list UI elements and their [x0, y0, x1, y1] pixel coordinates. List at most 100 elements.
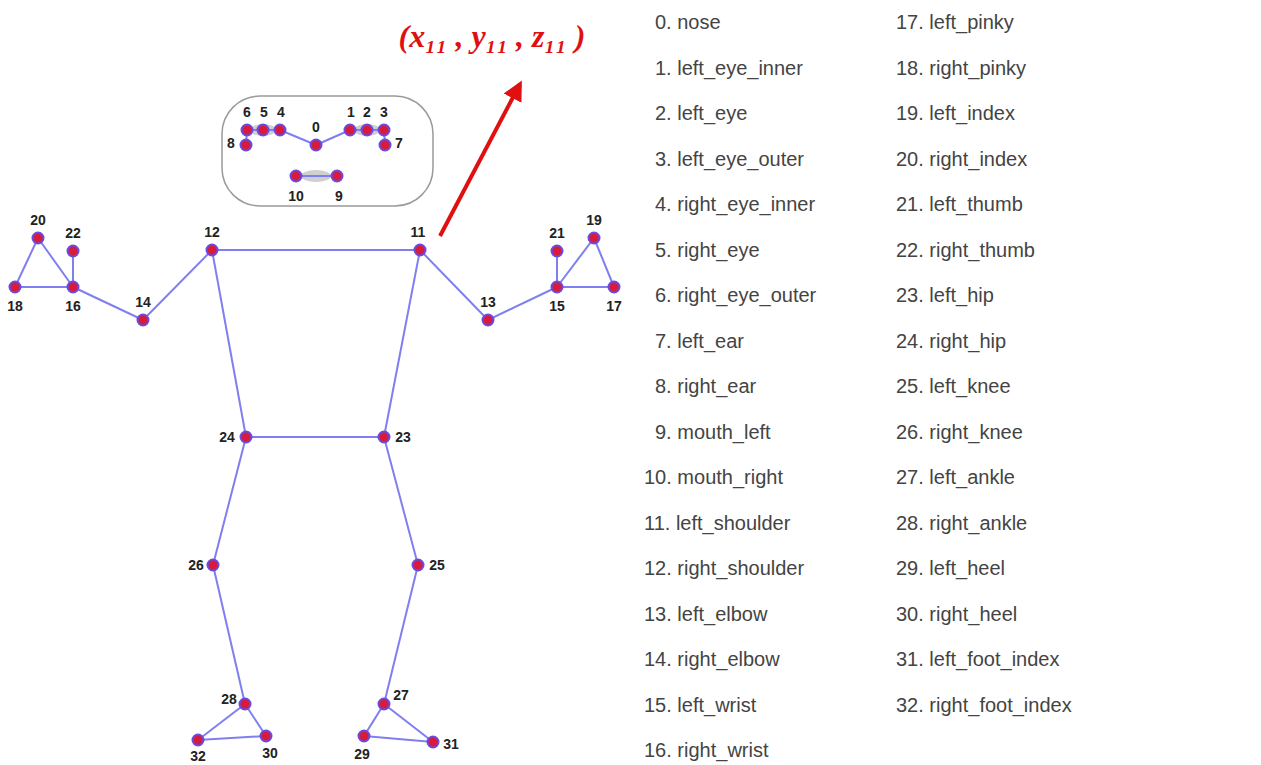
callout-number: 28	[221, 692, 237, 706]
callout-number: 13	[480, 295, 496, 309]
callout-number: 21	[549, 226, 565, 240]
legend-item: 2. left_eye	[655, 103, 747, 123]
legend-item: 16. right_wrist	[644, 740, 769, 760]
landmark-dot	[193, 735, 204, 746]
landmark-dot	[345, 125, 356, 136]
landmark-dot	[428, 737, 439, 748]
landmark-dot	[362, 125, 373, 136]
callout-number: 18	[7, 299, 23, 313]
callout-number: 1	[347, 105, 355, 119]
legend-item: 13. left_elbow	[644, 604, 767, 624]
bone-line	[212, 249, 420, 251]
legend-item: 8. right_ear	[655, 376, 756, 396]
bone-line	[213, 437, 246, 565]
callout-number: 9	[335, 189, 343, 203]
bone-line	[384, 565, 418, 704]
bone-line	[384, 437, 418, 565]
landmark-dot	[10, 282, 21, 293]
legend-item: 30. right_heel	[896, 604, 1017, 624]
legend-item: 3. left_eye_outer	[655, 149, 804, 169]
landmark-dot	[483, 315, 494, 326]
callout-number: 26	[188, 558, 204, 572]
landmark-dot	[311, 140, 322, 151]
callout-number: 25	[429, 558, 445, 572]
legend-item: 25. left_knee	[896, 376, 1011, 396]
bone-line	[213, 565, 245, 704]
bone-line	[198, 736, 266, 740]
callout-number: 3	[380, 105, 388, 119]
callout-number: 8	[227, 136, 235, 150]
legend-item: 28. right_ankle	[896, 513, 1027, 533]
landmark-dot	[207, 245, 218, 256]
bone-line	[557, 286, 614, 288]
legend-item: 15. left_wrist	[644, 695, 756, 715]
legend-item: 32. right_foot_index	[896, 695, 1072, 715]
callout-number: 20	[30, 213, 46, 227]
coordinate-label: (x₁₁ , y₁₁ , z₁₁ )	[399, 20, 586, 52]
landmark-dot	[379, 432, 390, 443]
landmark-dot	[258, 125, 269, 136]
bone-line	[212, 250, 246, 437]
landmark-dot	[241, 432, 252, 443]
landmark-dot	[68, 246, 79, 257]
bone-line	[384, 250, 420, 437]
callout-number: 10	[288, 189, 304, 203]
landmark-dot	[240, 699, 251, 710]
landmark-dot	[208, 560, 219, 571]
callout-number: 23	[395, 430, 411, 444]
legend-item: 0. nose	[655, 12, 721, 32]
callout-number: 29	[354, 747, 370, 761]
legend-item: 29. left_heel	[896, 558, 1005, 578]
landmark-dot	[552, 246, 563, 257]
bone-line	[73, 287, 143, 320]
callout-number: 5	[260, 105, 268, 119]
legend-item: 31. left_foot_index	[896, 649, 1059, 669]
callout-number: 15	[549, 299, 565, 313]
legend-item: 7. left_ear	[655, 331, 744, 351]
landmark-dot	[359, 731, 370, 742]
legend-item: 5. right_eye	[655, 240, 760, 260]
landmark-dot	[242, 125, 253, 136]
bone-line	[557, 238, 594, 287]
landmark-dot	[275, 125, 286, 136]
bone-line	[38, 238, 73, 287]
callout-number: 30	[262, 746, 278, 760]
callout-number: 31	[443, 737, 459, 751]
landmark-dot	[138, 315, 149, 326]
legend-item: 23. left_hip	[896, 285, 994, 305]
callout-number: 0	[312, 120, 320, 134]
callout-number: 4	[277, 105, 285, 119]
legend-item: 20. right_index	[896, 149, 1027, 169]
callout-number: 27	[393, 688, 409, 702]
bone-line	[246, 436, 384, 438]
legend-item: 18. right_pinky	[896, 58, 1026, 78]
callout-number: 19	[586, 213, 602, 227]
callout-number: 16	[65, 299, 81, 313]
callout-number: 2	[363, 105, 371, 119]
legend-item: 14. right_elbow	[644, 649, 780, 669]
bone-line	[15, 286, 73, 288]
landmark-dot	[609, 282, 620, 293]
legend-item: 17. left_pinky	[896, 12, 1014, 32]
landmark-dot	[589, 233, 600, 244]
callout-number: 17	[606, 299, 622, 313]
landmark-dot	[68, 282, 79, 293]
callout-number: 14	[135, 295, 151, 309]
landmark-dot	[415, 245, 426, 256]
bone-line	[198, 704, 245, 740]
callout-number: 12	[204, 225, 220, 239]
landmark-dot	[332, 171, 343, 182]
legend-item: 9. mouth_left	[655, 422, 771, 442]
callout-number: 32	[190, 749, 206, 763]
landmark-dot	[261, 731, 272, 742]
landmark-dot	[552, 282, 563, 293]
legend-item: 19. left_index	[896, 103, 1015, 123]
callout-number: 7	[395, 136, 403, 150]
callout-number: 24	[219, 430, 235, 444]
bone-line	[488, 287, 557, 320]
landmark-dot	[241, 140, 252, 151]
legend-item: 27. left_ankle	[896, 467, 1015, 487]
callout-number: 11	[411, 225, 426, 239]
legend-item: 21. left_thumb	[896, 194, 1023, 214]
